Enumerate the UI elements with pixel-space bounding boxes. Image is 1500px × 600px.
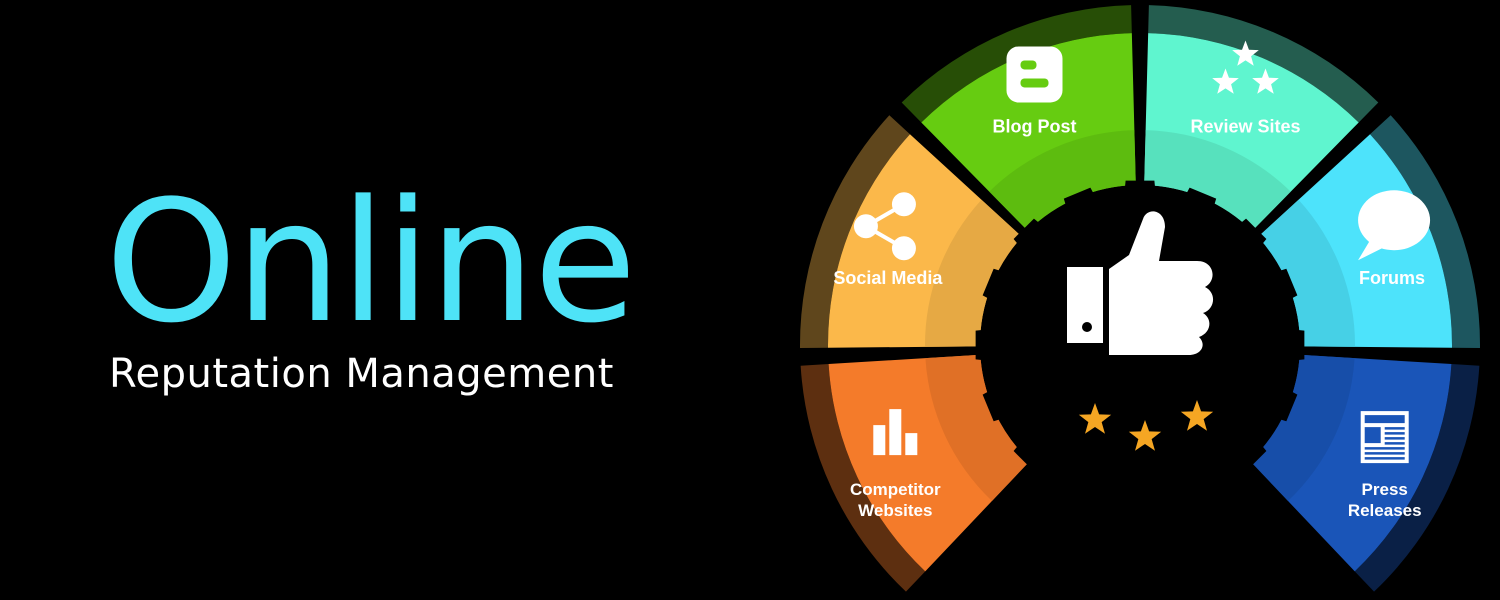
segment-label: Competitor: [850, 480, 941, 499]
speech-bubble-icon: [1358, 190, 1431, 261]
thumbs-up-icon: [1067, 211, 1214, 355]
title-online: Online: [105, 164, 637, 360]
bar-chart-icon: [873, 409, 918, 456]
segment-outer-rim: [799, 115, 910, 348]
segment-label: Social Media: [833, 268, 943, 288]
title-reputation-management: Reputation Management: [109, 351, 614, 397]
segment-label: Blog Post: [993, 116, 1077, 136]
rating-star-icon: [1180, 400, 1214, 431]
rating-star-icon: [1078, 403, 1112, 434]
rating-star-icon: [1128, 420, 1162, 451]
newspaper-icon: [1360, 411, 1409, 464]
segment-outer-rim: [1370, 115, 1480, 348]
stars-icon: [1212, 40, 1279, 94]
segment-inner-band: [925, 354, 1030, 501]
segment-label: Review Sites: [1190, 116, 1300, 136]
share-icon: [853, 192, 916, 261]
segment-label: Releases: [1348, 501, 1422, 520]
segment-inner-band: [925, 199, 1023, 347]
blogger-icon: [1006, 46, 1063, 103]
segment-label: Forums: [1359, 268, 1425, 288]
segment-inner-band: [1144, 130, 1291, 231]
segment-inner-band: [1250, 354, 1355, 501]
segment-inner-band: [1257, 199, 1355, 347]
segment-outer-rim: [800, 364, 926, 592]
title-block: Online Reputation Management: [105, 178, 745, 398]
segment-inner-band: [989, 130, 1136, 231]
segment-label: Press: [1362, 480, 1408, 499]
segment-outer-rim: [1148, 5, 1379, 123]
segment-outer-rim: [901, 5, 1132, 123]
segment-label: Websites: [858, 501, 932, 520]
segment-outer-rim: [1354, 364, 1480, 592]
